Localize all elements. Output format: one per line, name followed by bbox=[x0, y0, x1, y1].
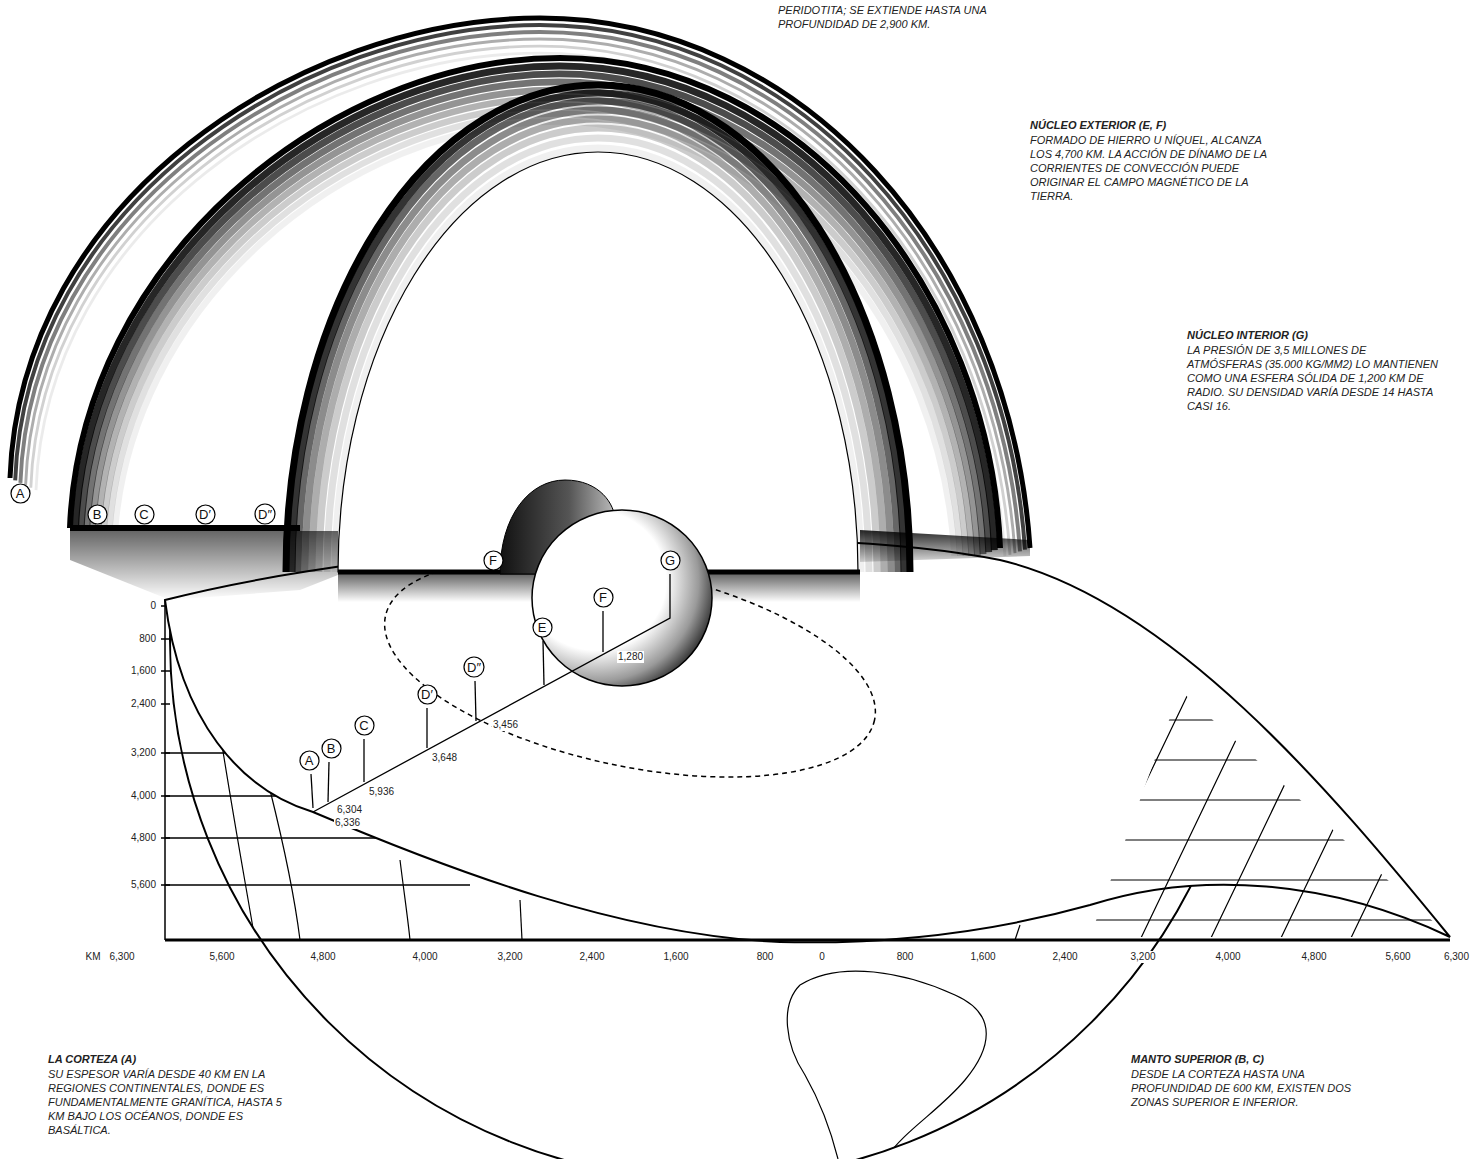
layer-letter-circle: E bbox=[532, 617, 553, 638]
axis-number: 1,600 bbox=[662, 951, 689, 963]
radius-number: 3,648 bbox=[431, 752, 458, 764]
layer-letter: D″ bbox=[467, 661, 481, 674]
circle-outline bbox=[88, 505, 107, 524]
axis-number: 0 bbox=[818, 951, 826, 963]
axis-number: 6,300 bbox=[1443, 951, 1470, 963]
axis-number: 2,400 bbox=[130, 698, 157, 710]
layer-letter-circle: F bbox=[483, 550, 504, 571]
axis-number: 4,000 bbox=[1214, 951, 1241, 963]
circle-outline bbox=[11, 484, 30, 503]
axis-number: 2,400 bbox=[1051, 951, 1078, 963]
axis-number: 1,600 bbox=[130, 665, 157, 677]
axis-number: 800 bbox=[138, 633, 157, 645]
layer-letter-circle: A bbox=[10, 483, 31, 504]
radius-number: 1,280 bbox=[617, 651, 644, 663]
caption-text: DESDE LA CORTEZA HASTA UNA PROFUNDIDAD D… bbox=[1131, 1067, 1356, 1109]
circle-outline bbox=[255, 504, 275, 524]
axis-number: 4,800 bbox=[309, 951, 336, 963]
circle-outline bbox=[533, 618, 552, 637]
caption-heading: NÚCLEO INTERIOR (G) bbox=[1187, 328, 1308, 342]
axis-number: 2,400 bbox=[578, 951, 605, 963]
layer-letter: F bbox=[599, 591, 607, 604]
axis-number: 4,000 bbox=[411, 951, 438, 963]
caption-heading: NÚCLEO EXTERIOR (E, F) bbox=[1030, 118, 1166, 132]
layer-letter: D′ bbox=[199, 508, 211, 521]
circle-outline bbox=[322, 739, 341, 758]
axis-number: 800 bbox=[896, 951, 915, 963]
axis-number: 4,800 bbox=[130, 832, 157, 844]
layer-letter-circle: D″ bbox=[254, 503, 276, 525]
layer-letter: G bbox=[665, 554, 675, 567]
layer-letter-circle: D′ bbox=[417, 684, 438, 705]
axis-number: KM bbox=[85, 951, 102, 963]
axis-number: 5,600 bbox=[1384, 951, 1411, 963]
leader-lines bbox=[311, 574, 670, 812]
circle-outline bbox=[135, 505, 154, 524]
radius-number: 5,936 bbox=[368, 786, 395, 798]
circle-outline bbox=[464, 657, 484, 677]
layer-letter: D″ bbox=[258, 508, 272, 521]
axis-number: 5,600 bbox=[208, 951, 235, 963]
shelf-line bbox=[70, 525, 300, 531]
layer-letter-circle: F bbox=[593, 587, 614, 608]
axis-number: 4,000 bbox=[130, 790, 157, 802]
circle-outline bbox=[661, 551, 680, 570]
layer-letter: B bbox=[327, 742, 336, 755]
axis-number: 1,600 bbox=[969, 951, 996, 963]
inner-core-sphere bbox=[532, 510, 712, 686]
layer-letter-circle: B bbox=[321, 738, 342, 759]
caption-text: PERIDOTITA; SE EXTIENDE HASTA UNA PROFUN… bbox=[778, 3, 1003, 31]
radius-number: 6,336 bbox=[334, 817, 361, 829]
caption-heading: MANTO SUPERIOR (B, C) bbox=[1131, 1052, 1264, 1066]
layer-letter: C bbox=[359, 719, 368, 732]
axis-number: 3,200 bbox=[1129, 951, 1156, 963]
layer-letter-circle: G bbox=[660, 550, 681, 571]
caption-text: SU ESPESOR VARÍA DESDE 40 KM EN LA REGIO… bbox=[48, 1067, 288, 1137]
radius-number: 3,456 bbox=[492, 719, 519, 731]
layer-letter-circle: A bbox=[299, 750, 320, 771]
layer-letter-circle: C bbox=[354, 715, 375, 736]
layer-letter: B bbox=[93, 508, 102, 521]
layer-letter-circle: B bbox=[87, 504, 108, 525]
layer-letter: A bbox=[16, 487, 25, 500]
layer-letter-circle: C bbox=[134, 504, 155, 525]
baseline-axis bbox=[165, 939, 1450, 942]
hatch-grid bbox=[1000, 690, 1470, 940]
circle-outline bbox=[594, 588, 613, 607]
axis-number: 800 bbox=[756, 951, 775, 963]
circle-outline bbox=[355, 716, 374, 735]
axis-number: 4,800 bbox=[1300, 951, 1327, 963]
layer-letter: D′ bbox=[421, 688, 433, 701]
caption-heading: LA CORTEZA (A) bbox=[48, 1052, 136, 1066]
radius-number: 6,304 bbox=[336, 804, 363, 816]
section-disc bbox=[165, 539, 1450, 942]
axis-number: 6,300 bbox=[108, 951, 135, 963]
core-shell bbox=[286, 85, 910, 572]
axis-number: 5,600 bbox=[130, 879, 157, 891]
axis-number: 3,200 bbox=[496, 951, 523, 963]
caption-text: LA PRESIÓN DE 3,5 MILLONES DE ATMÓSFERAS… bbox=[1187, 343, 1442, 413]
axis-number: 0 bbox=[149, 600, 157, 612]
layer-letter: F bbox=[489, 554, 497, 567]
circle-outline bbox=[300, 751, 319, 770]
layer-letter-circle: D′ bbox=[195, 504, 216, 525]
layer-letter: A bbox=[305, 754, 314, 767]
layer-letter: E bbox=[538, 621, 547, 634]
layer-letter-circle: D″ bbox=[463, 656, 485, 678]
circle-outline bbox=[418, 685, 437, 704]
caption-text: FORMADO DE HIERRO U NÍQUEL, ALCANZA LOS … bbox=[1030, 133, 1285, 203]
circle-outline bbox=[484, 551, 503, 570]
axis-number: 3,200 bbox=[130, 747, 157, 759]
layer-letter: C bbox=[139, 508, 148, 521]
circle-outline bbox=[196, 505, 215, 524]
